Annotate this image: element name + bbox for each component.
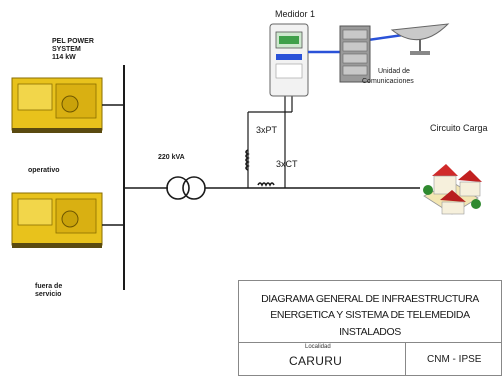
organization-value: CNM - IPSE <box>427 354 482 365</box>
title-block-heading: DIAGRAMA GENERAL DE INFRAESTRUCTURA ENER… <box>239 291 501 340</box>
pt-label: 3xPT <box>256 125 278 135</box>
locality-label: Localidad <box>305 344 331 350</box>
ct-coil <box>257 182 275 187</box>
title-line-2: ENERGETICA Y SISTEMA DE TELEMEDIDA INSTA… <box>270 309 470 338</box>
generator-2-status-line1: fuera de <box>35 283 63 290</box>
locality-value: CARURU <box>289 354 343 368</box>
transformer-symbol <box>166 176 206 200</box>
comm-unit-rack <box>339 25 371 83</box>
ct-label: 3xCT <box>276 159 298 169</box>
generator-2-status-line2: servicio <box>35 291 62 298</box>
bus-voltage-label: 220 kVA <box>158 154 185 161</box>
title-block: DIAGRAMA GENERAL DE INFRAESTRUCTURA ENER… <box>238 280 502 376</box>
title-block-column-divider <box>405 342 406 375</box>
title-block-divider <box>239 342 501 343</box>
generator-1-status: operativo <box>28 167 60 174</box>
satellite-dish <box>390 23 450 55</box>
power-system-title-line3: 114 kW <box>52 54 76 61</box>
generator-operativo <box>11 77 124 133</box>
meter-label: Medidor 1 <box>275 9 316 19</box>
load-label: Circuito Carga <box>430 123 488 133</box>
pt-coil <box>245 149 250 171</box>
power-system-title-line1: PEL POWER <box>52 38 94 45</box>
meter-device <box>269 23 309 97</box>
title-line-1: DIAGRAMA GENERAL DE INFRAESTRUCTURA <box>261 293 479 305</box>
power-system-title-line2: SYSTEM <box>52 46 81 53</box>
comm-unit-label-line1: Unidad de <box>378 68 410 75</box>
comm-unit-label-line2: Comunicaciones <box>362 78 414 85</box>
generator-fuera-de-servicio <box>11 192 124 248</box>
load-houses <box>423 164 482 215</box>
